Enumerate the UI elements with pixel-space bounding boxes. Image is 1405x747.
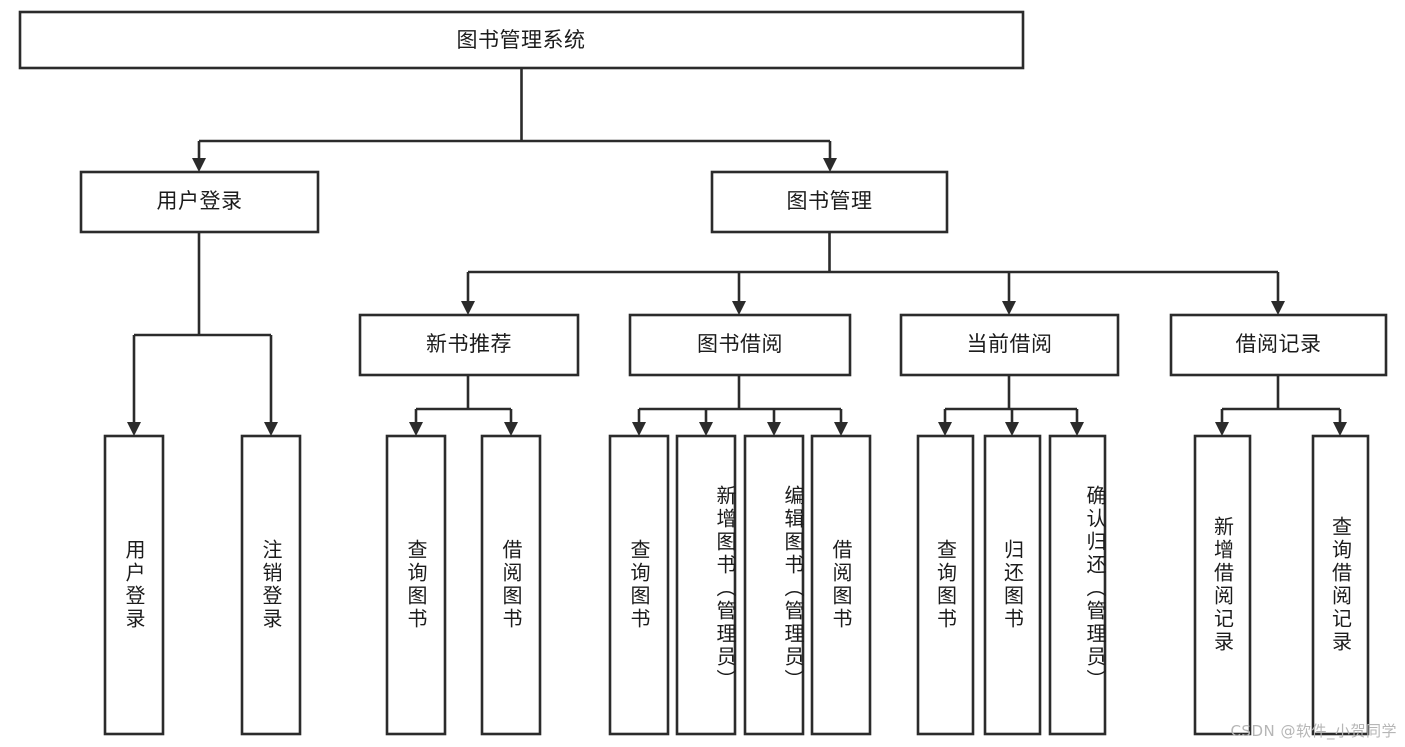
node-leaf-user-login-rect[interactable] [103,434,165,736]
arrow-leaf-query-book-rec [409,422,423,436]
arrow-leaf-logout [264,422,278,436]
node-leaf-edit-book-rect[interactable] [743,434,805,736]
connector-edges [127,68,1347,436]
arrow-leaf-add-record [1215,422,1229,436]
arrow-current-borrow [1002,301,1016,315]
node-leaf-return-book-rect[interactable] [983,434,1042,736]
node-leaf-query-record-rect[interactable] [1311,434,1370,736]
arrow-leaf-return-book [1005,422,1019,436]
node-root-label: 图书管理系统 [457,28,586,52]
node-book-borrow[interactable]: 图书借阅 [628,313,852,377]
node-user-login[interactable]: 用户登录 [79,170,320,234]
node-leaf-confirm-return-rect[interactable] [1048,434,1107,736]
arrow-leaf-borrow-book [834,422,848,436]
node-borrow-records-rect[interactable] [1169,313,1388,377]
node-current-borrow-label: 当前借阅 [967,332,1053,356]
node-leaf-add-book-rect[interactable] [675,434,737,736]
arrow-book-mgmt [823,158,837,172]
arrow-leaf-borrow-book-rec [504,422,518,436]
watermark-text: CSDN @软件_小贺同学 [1230,722,1397,740]
node-root-rect[interactable] [18,10,1025,70]
node-new-book-recommend[interactable]: 新书推荐 [358,313,580,377]
arrow-leaf-edit-book [767,422,781,436]
arrow-user-login [192,158,206,172]
arrow-leaf-query-book-borrow [632,422,646,436]
node-book-management-rect[interactable] [710,170,949,234]
node-root[interactable]: 图书管理系统 [18,10,1025,70]
node-book-borrow-rect[interactable] [628,313,852,377]
node-boxes: 图书管理系统 用户登录 图书管理 新书推荐 图书借阅 当前 [18,10,1388,736]
node-book-management[interactable]: 图书管理 [710,170,949,234]
arrow-leaf-add-book [699,422,713,436]
arrow-borrow-records [1271,301,1285,315]
node-current-borrow-rect[interactable] [899,313,1120,377]
arrow-new-book-recommend [461,301,475,315]
arrow-leaf-user-login [127,422,141,436]
node-leaf-query-book-borrow-rect[interactable] [608,434,670,736]
node-user-login-rect[interactable] [79,170,320,234]
node-new-book-recommend-rect[interactable] [358,313,580,377]
node-book-borrow-label: 图书借阅 [697,332,783,356]
node-leaf-add-record-rect[interactable] [1193,434,1252,736]
node-leaf-query-book-current-rect[interactable] [916,434,975,736]
arrow-book-borrow [732,301,746,315]
node-borrow-records[interactable]: 借阅记录 [1169,313,1388,377]
node-current-borrow[interactable]: 当前借阅 [899,313,1120,377]
arrow-leaf-confirm-return [1070,422,1084,436]
node-borrow-records-label: 借阅记录 [1236,332,1322,356]
node-user-login-label: 用户登录 [157,189,243,213]
node-book-management-label: 图书管理 [787,189,873,213]
node-new-book-recommend-label: 新书推荐 [426,332,512,356]
node-leaf-logout-rect[interactable] [240,434,302,736]
arrow-leaf-query-record [1333,422,1347,436]
node-leaf-borrow-book-rec-rect[interactable] [480,434,542,736]
node-leaf-query-book-rec-rect[interactable] [385,434,447,736]
arrow-leaf-query-book-current [938,422,952,436]
node-leaf-borrow-book-rect[interactable] [810,434,872,736]
